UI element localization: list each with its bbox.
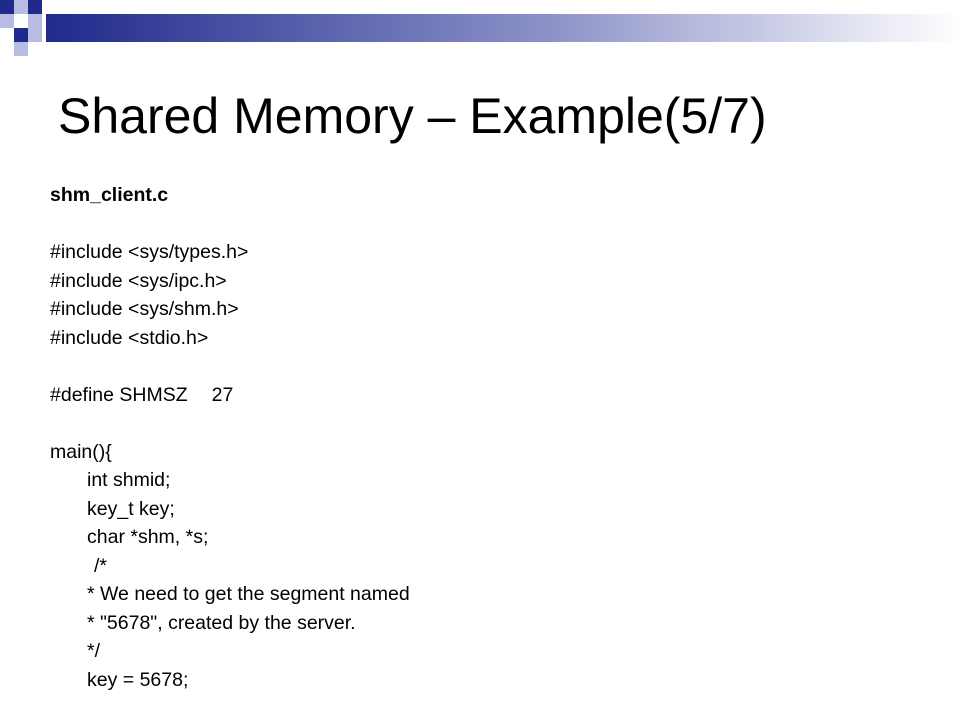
include-line: #include <sys/ipc.h> — [50, 269, 227, 292]
assignment-line: key = 5678; — [87, 668, 189, 691]
blank-line — [50, 409, 930, 438]
include-line: #include <sys/types.h> — [50, 241, 249, 263]
include-line: #include <sys/shm.h> — [50, 298, 239, 320]
define-value: 27 — [211, 383, 234, 406]
slide-title: Shared Memory – Example(5/7) — [58, 88, 767, 144]
decor-square-navy-3 — [14, 28, 28, 42]
title-gradient-bar — [46, 14, 960, 42]
decor-square-navy-2 — [28, 0, 42, 14]
comment-line: * "5678", created by the server. — [87, 611, 356, 634]
comment-line: * We need to get the segment named — [87, 583, 410, 605]
declaration-line: key_t key; — [87, 497, 175, 520]
decor-square-light-3 — [28, 14, 42, 28]
define-keyword: #define SHMSZ — [50, 383, 188, 406]
title-decoration — [0, 0, 960, 56]
include-line: #include <stdio.h> — [50, 326, 209, 349]
filename-label: shm_client.c — [50, 184, 169, 206]
comment-open-line: /* — [94, 554, 108, 577]
decor-square-light-1 — [14, 0, 28, 14]
decor-square-light-2 — [0, 14, 14, 28]
main-open-line: main(){ — [50, 440, 112, 463]
decor-square-navy-1 — [0, 0, 14, 14]
blank-line — [50, 210, 930, 239]
decor-square-light-4 — [28, 28, 42, 42]
code-listing: shm_client.c #include <sys/types.h> #inc… — [50, 181, 930, 694]
define-line: #define SHMSZ 27 — [50, 381, 930, 410]
blank-line — [50, 352, 930, 381]
declaration-line: char *shm, *s; — [87, 526, 209, 548]
declaration-line: int shmid; — [87, 469, 171, 491]
comment-close-line: */ — [87, 640, 101, 662]
decor-square-light-5 — [14, 42, 28, 56]
